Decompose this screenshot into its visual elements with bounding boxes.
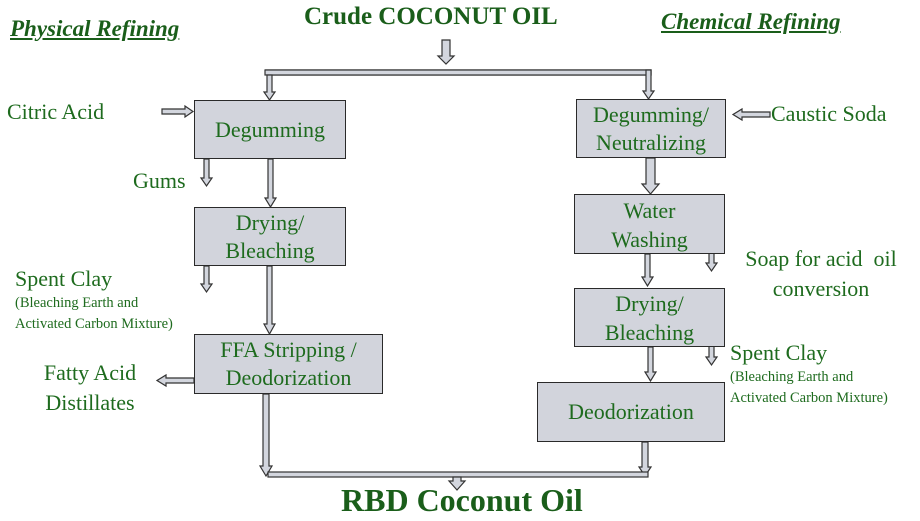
byproduct-spent-clay-physical: Spent Clay — [15, 266, 113, 291]
step-label: Deodorization — [225, 365, 352, 390]
step-label: Water — [623, 198, 676, 223]
byproduct-soap: Soap for acid oil conversion — [726, 244, 916, 304]
spent-clay-note-physical-2: Activated Carbon Mixture) — [15, 316, 173, 332]
arrow-gums — [199, 158, 214, 188]
arrow-phys-1 — [263, 158, 278, 209]
physical-refining-title: Physical Refining — [10, 16, 180, 41]
step-label: Drying/ — [615, 291, 684, 316]
step-label: FFA Stripping / — [220, 337, 357, 362]
arrow-chem-1 — [640, 157, 661, 195]
spent-clay-note-chemical-2: Activated Carbon Mixture) — [730, 390, 888, 406]
chemical-refining-title: Chemical Refining — [661, 9, 841, 34]
spent-clay-note-chemical-1: (Bleaching Earth and — [730, 369, 854, 385]
arrow-phys-2 — [262, 265, 277, 336]
step-label: Deodorization — [568, 399, 694, 424]
byproduct-fatty-acid-distillates: Fatty Acid Distillates — [30, 358, 150, 418]
input-crude-coconut-oil: Crude COCONUT OIL — [304, 3, 558, 30]
pipe-bottom-merge — [267, 471, 649, 478]
arrow-crude-down — [436, 39, 456, 65]
spent-clay-note-physical-1: (Bleaching Earth and — [15, 295, 139, 311]
step-label: Drying/ — [235, 209, 305, 235]
step-label: Neutralizing — [596, 129, 706, 155]
arrow-phys-3 — [258, 393, 274, 478]
byproduct-gums: Gums — [133, 168, 186, 193]
input-citric-acid: Citric Acid — [7, 99, 105, 124]
step-degumming: Degumming — [194, 100, 346, 159]
arrow-chem-2 — [640, 253, 655, 288]
step-degumming-neutralizing: Degumming/ Neutralizing — [576, 99, 726, 158]
fatty-acid-line2: Distillates — [45, 390, 135, 415]
step-water-washing: Water Washing — [574, 194, 725, 254]
step-deodorization-chemical: Deodorization — [537, 382, 725, 442]
step-label: Bleaching — [225, 237, 315, 263]
arrow-to-rbd — [447, 476, 467, 491]
fatty-acid-line1: Fatty Acid — [43, 360, 137, 385]
input-caustic-soda: Caustic Soda — [771, 101, 887, 126]
arrow-caustic-soda — [731, 107, 771, 122]
arrow-fatty-acid — [155, 373, 195, 388]
byproduct-spent-clay-chemical: Spent Clay — [730, 340, 828, 365]
soap-line2: conversion — [772, 276, 870, 301]
arrow-phys-spent-clay — [199, 265, 214, 294]
arrow-to-neutralizing — [641, 69, 656, 101]
step-drying-bleaching-physical: Drying/ Bleaching — [194, 207, 346, 266]
step-label: Degumming/ — [592, 101, 710, 127]
arrow-citric-acid — [161, 104, 195, 119]
step-label: Washing — [611, 227, 688, 252]
arrow-chem-3 — [643, 346, 658, 383]
step-ffa-stripping-deodorization: FFA Stripping / Deodorization — [194, 334, 383, 394]
step-label: Bleaching — [604, 320, 695, 345]
output-rbd-coconut-oil: RBD Coconut Oil — [341, 482, 583, 518]
step-drying-bleaching-chemical: Drying/ Bleaching — [574, 288, 725, 347]
arrow-to-degumming — [262, 74, 277, 102]
step-label: Degumming — [215, 116, 325, 142]
soap-line1: Soap for acid oil — [745, 246, 897, 271]
arrow-chem-4 — [637, 441, 653, 478]
